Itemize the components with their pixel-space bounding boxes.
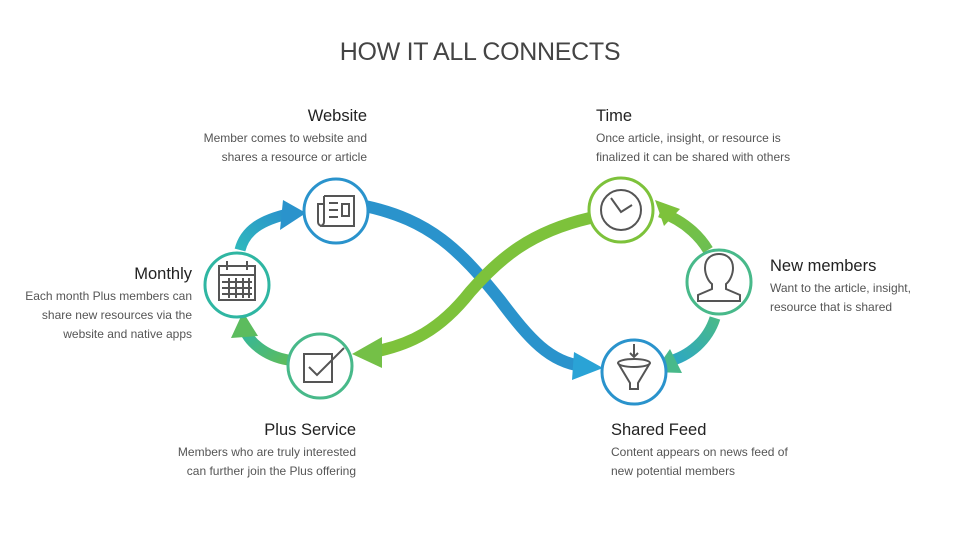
arrowhead-plus-service [352,337,382,368]
new-members-desc-line1: Want to the article, insight, [770,281,911,295]
person-icon [697,252,741,302]
checkbox-icon [303,347,345,383]
shared-feed-label: Shared Feed [611,421,707,439]
plus-service-desc-line1: Members who are truly interested [177,445,356,459]
node-time [587,176,655,244]
arc-newmembers-to-feed [665,316,721,368]
shared-feed-desc-line2: new potential members [611,464,736,478]
time-label: Time [596,107,633,125]
arrowhead-website [280,200,306,230]
monthly-label: Monthly [134,265,192,283]
node-shared-feed [600,338,668,406]
time-desc-line1: Once article, insight, or resource is [596,131,781,145]
time-desc-line2: finalized it can be shared with others [596,150,791,164]
funnel-icon [617,344,651,390]
website-label: Website [307,107,367,125]
green-flow-arrow [371,212,592,358]
arrowhead-time [655,200,680,226]
shared-feed-desc-line1: Content appears on news feed of [611,445,788,459]
website-desc-line1: Member comes to website and [203,131,367,145]
arc-monthly-to-website [234,208,290,252]
arrowhead-monthly [231,312,258,338]
newspaper-icon [317,195,355,227]
node-monthly [203,251,271,319]
clock-icon [600,189,642,231]
monthly-desc-line1: Each month Plus members can [25,289,192,303]
new-members-desc-line2: resource that is shared [770,300,893,314]
node-website [302,177,370,245]
calendar-icon [218,261,256,301]
arrowhead-shared-feed [572,352,603,380]
node-new-members [685,248,753,316]
blue-flow-arrow [363,200,583,372]
plus-service-desc-line2: can further join the Plus offering [186,464,356,478]
node-plus-service [286,332,354,400]
website-desc-line2: shares a resource or article [221,150,367,164]
plus-service-label: Plus Service [264,421,356,439]
monthly-desc-line3: website and native apps [63,327,192,341]
page-title: HOW IT ALL CONNECTS [339,38,621,66]
monthly-desc-line2: share new resources via the [41,308,192,322]
new-members-label: New members [770,257,877,275]
